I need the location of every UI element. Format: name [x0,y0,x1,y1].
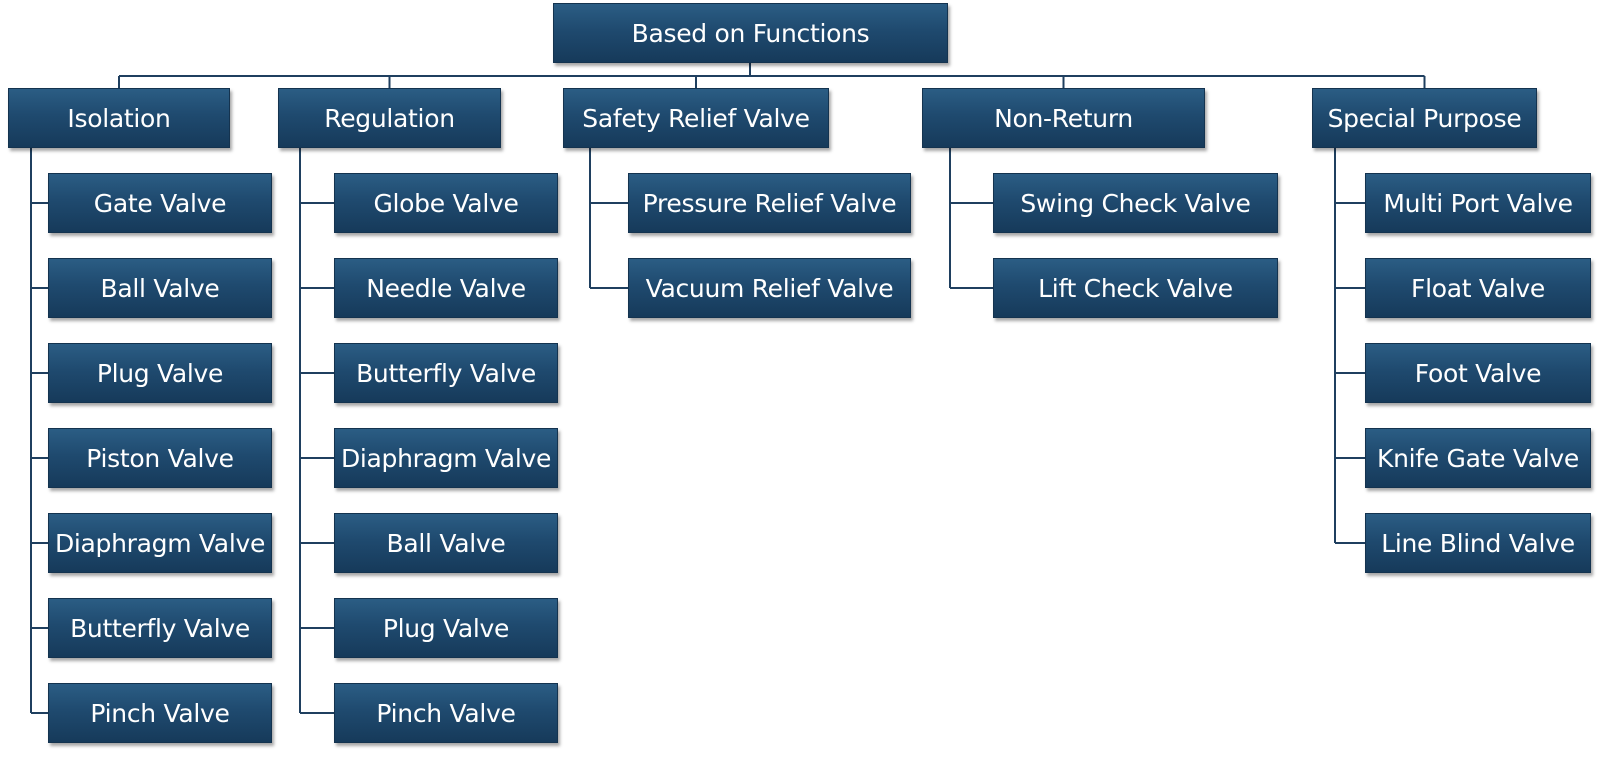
category-special-purpose: Special Purpose [1312,88,1537,148]
valve-label: Pressure Relief Valve [642,188,897,218]
valve-label: Pinch Valve [90,698,230,728]
valve-node-swing-check-valve: Swing Check Valve [993,173,1278,233]
valve-node-gate-valve: Gate Valve [48,173,272,233]
category-safety-relief-valve: Safety Relief Valve [563,88,829,148]
valve-label: Line Blind Valve [1381,528,1575,558]
category-label: Safety Relief Valve [582,103,810,133]
valve-node-ball-valve: Ball Valve [48,258,272,318]
valve-label: Multi Port Valve [1383,188,1573,218]
valve-label: Plug Valve [96,358,224,388]
valve-label: Butterfly Valve [70,613,250,643]
category-label: Regulation [324,103,455,133]
valve-node-pressure-relief-valve: Pressure Relief Valve [628,173,911,233]
valve-label: Swing Check Valve [1020,188,1251,218]
valve-label: Foot Valve [1414,358,1542,388]
valve-node-plug-valve: Plug Valve [334,598,558,658]
valve-label: Float Valve [1411,273,1545,303]
valve-label: Globe Valve [373,188,519,218]
valve-label: Butterfly Valve [356,358,536,388]
valve-node-foot-valve: Foot Valve [1365,343,1591,403]
valve-label: Ball Valve [100,273,220,303]
valve-label: Piston Valve [86,443,234,473]
valve-label: Ball Valve [386,528,506,558]
valve-label: Gate Valve [93,188,227,218]
valve-node-diaphragm-valve: Diaphragm Valve [48,513,272,573]
valve-node-knife-gate-valve: Knife Gate Valve [1365,428,1591,488]
valve-node-lift-check-valve: Lift Check Valve [993,258,1278,318]
valve-node-needle-valve: Needle Valve [334,258,558,318]
category-regulation: Regulation [278,88,501,148]
category-non-return: Non-Return [922,88,1205,148]
category-label: Special Purpose [1327,103,1522,133]
valve-label: Plug Valve [382,613,510,643]
valve-node-diaphragm-valve: Diaphragm Valve [334,428,558,488]
valve-node-ball-valve: Ball Valve [334,513,558,573]
valve-label: Lift Check Valve [1038,273,1233,303]
valve-node-pinch-valve: Pinch Valve [48,683,272,743]
valve-label: Knife Gate Valve [1377,443,1579,473]
root-label: Based on Functions [631,18,870,48]
category-label: Isolation [67,103,171,133]
valve-label: Pinch Valve [376,698,516,728]
valve-label: Diaphragm Valve [54,528,266,558]
valve-node-line-blind-valve: Line Blind Valve [1365,513,1591,573]
valve-node-plug-valve: Plug Valve [48,343,272,403]
valve-node-butterfly-valve: Butterfly Valve [48,598,272,658]
valve-label: Needle Valve [366,273,526,303]
valve-node-float-valve: Float Valve [1365,258,1591,318]
valve-node-piston-valve: Piston Valve [48,428,272,488]
root-node: Based on Functions [553,3,948,63]
valve-label: Diaphragm Valve [340,443,552,473]
valve-label: Vacuum Relief Valve [645,273,894,303]
valve-node-multi-port-valve: Multi Port Valve [1365,173,1591,233]
category-label: Non-Return [994,103,1133,133]
valve-node-globe-valve: Globe Valve [334,173,558,233]
valve-node-vacuum-relief-valve: Vacuum Relief Valve [628,258,911,318]
valve-node-butterfly-valve: Butterfly Valve [334,343,558,403]
valve-node-pinch-valve: Pinch Valve [334,683,558,743]
category-isolation: Isolation [8,88,230,148]
